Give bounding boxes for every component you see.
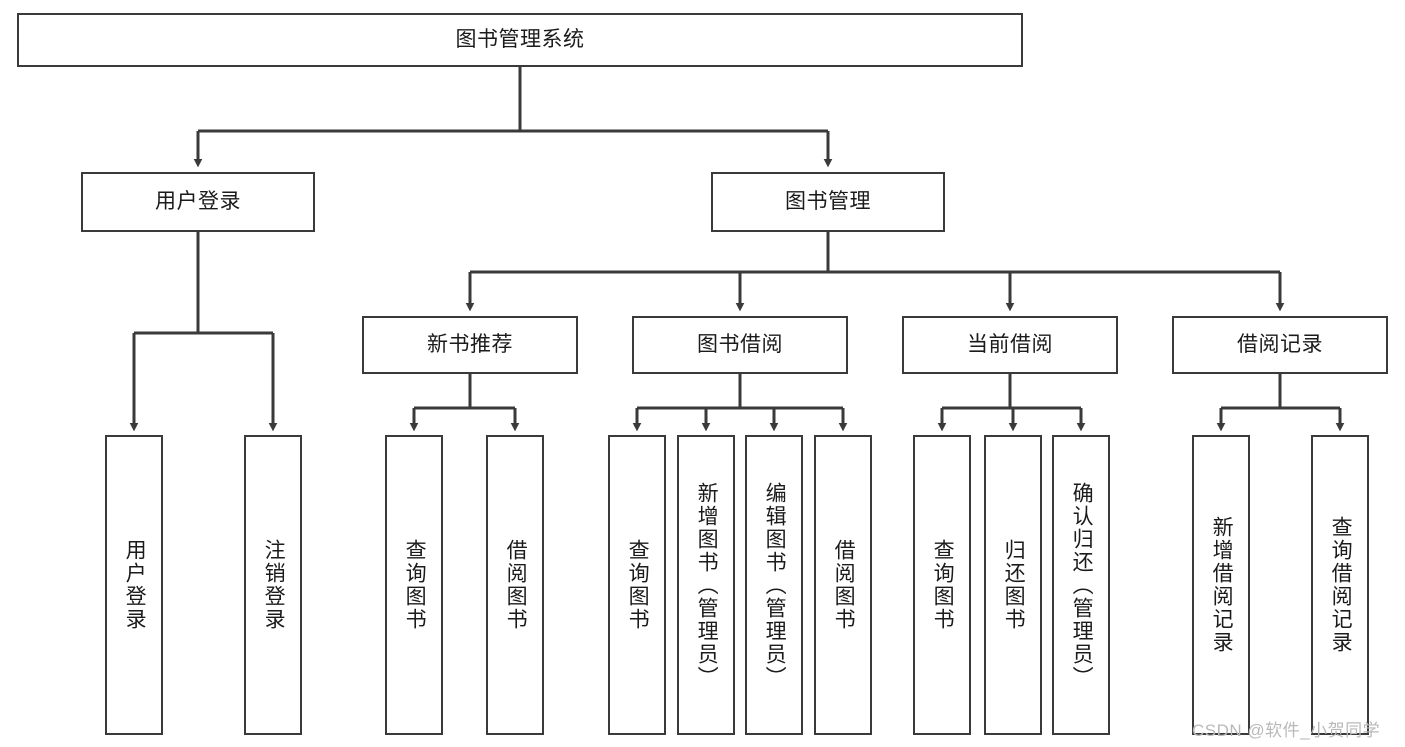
node-current-borrow-label: 当前借阅 — [967, 333, 1053, 357]
node-leaf-logout[interactable]: 注销登录 — [244, 435, 302, 735]
node-leaf-add-borrow-record-label: 新增借阅记录 — [1210, 516, 1234, 654]
node-leaf-user-login[interactable]: 用户登录 — [105, 435, 163, 735]
node-book-management[interactable]: 图书管理 — [711, 172, 945, 232]
node-root-label: 图书管理系统 — [455, 28, 585, 52]
node-leaf-borrow-book-newbook[interactable]: 借阅图书 — [486, 435, 544, 735]
node-book-borrow-label: 图书借阅 — [697, 333, 783, 357]
node-leaf-query-book-borrow[interactable]: 查询图书 — [608, 435, 666, 735]
node-leaf-confirm-return-admin[interactable]: 确认归还（管理员） — [1052, 435, 1110, 735]
node-user-login[interactable]: 用户登录 — [81, 172, 315, 232]
node-leaf-query-book-newbook[interactable]: 查询图书 — [385, 435, 443, 735]
csdn-watermark: CSDN @软件_小贺同学 — [1192, 721, 1381, 740]
node-leaf-query-book-borrow-label: 查询图书 — [626, 539, 650, 631]
node-book-borrow[interactable]: 图书借阅 — [632, 316, 848, 374]
node-leaf-add-book-admin[interactable]: 新增图书（管理员） — [677, 435, 735, 735]
node-root[interactable]: 图书管理系统 — [17, 13, 1023, 67]
node-leaf-add-borrow-record[interactable]: 新增借阅记录 — [1192, 435, 1250, 735]
node-leaf-add-book-admin-label: 新增图书（管理员） — [695, 481, 719, 689]
node-leaf-query-book-current-label: 查询图书 — [931, 539, 955, 631]
node-new-book-recommend[interactable]: 新书推荐 — [362, 316, 578, 374]
node-borrow-records[interactable]: 借阅记录 — [1172, 316, 1388, 374]
node-leaf-confirm-return-admin-label: 确认归还（管理员） — [1070, 481, 1094, 689]
node-user-login-label: 用户登录 — [155, 190, 241, 214]
node-current-borrow[interactable]: 当前借阅 — [902, 316, 1118, 374]
node-leaf-return-book-label: 归还图书 — [1002, 539, 1026, 631]
node-leaf-borrow-book-newbook-label: 借阅图书 — [504, 539, 528, 631]
node-leaf-query-book-current[interactable]: 查询图书 — [913, 435, 971, 735]
node-borrow-records-label: 借阅记录 — [1237, 333, 1323, 357]
node-new-book-recommend-label: 新书推荐 — [427, 333, 513, 357]
node-leaf-user-login-label: 用户登录 — [123, 539, 147, 631]
node-leaf-edit-book-admin[interactable]: 编辑图书（管理员） — [745, 435, 803, 735]
node-leaf-borrow-book[interactable]: 借阅图书 — [814, 435, 872, 735]
node-book-management-label: 图书管理 — [785, 190, 871, 214]
node-leaf-return-book[interactable]: 归还图书 — [984, 435, 1042, 735]
node-leaf-query-borrow-record[interactable]: 查询借阅记录 — [1311, 435, 1369, 735]
node-leaf-borrow-book-label: 借阅图书 — [832, 539, 856, 631]
node-leaf-query-borrow-record-label: 查询借阅记录 — [1329, 516, 1353, 654]
node-leaf-query-book-newbook-label: 查询图书 — [403, 539, 427, 631]
node-leaf-edit-book-admin-label: 编辑图书（管理员） — [763, 481, 787, 689]
node-leaf-logout-label: 注销登录 — [262, 539, 286, 631]
